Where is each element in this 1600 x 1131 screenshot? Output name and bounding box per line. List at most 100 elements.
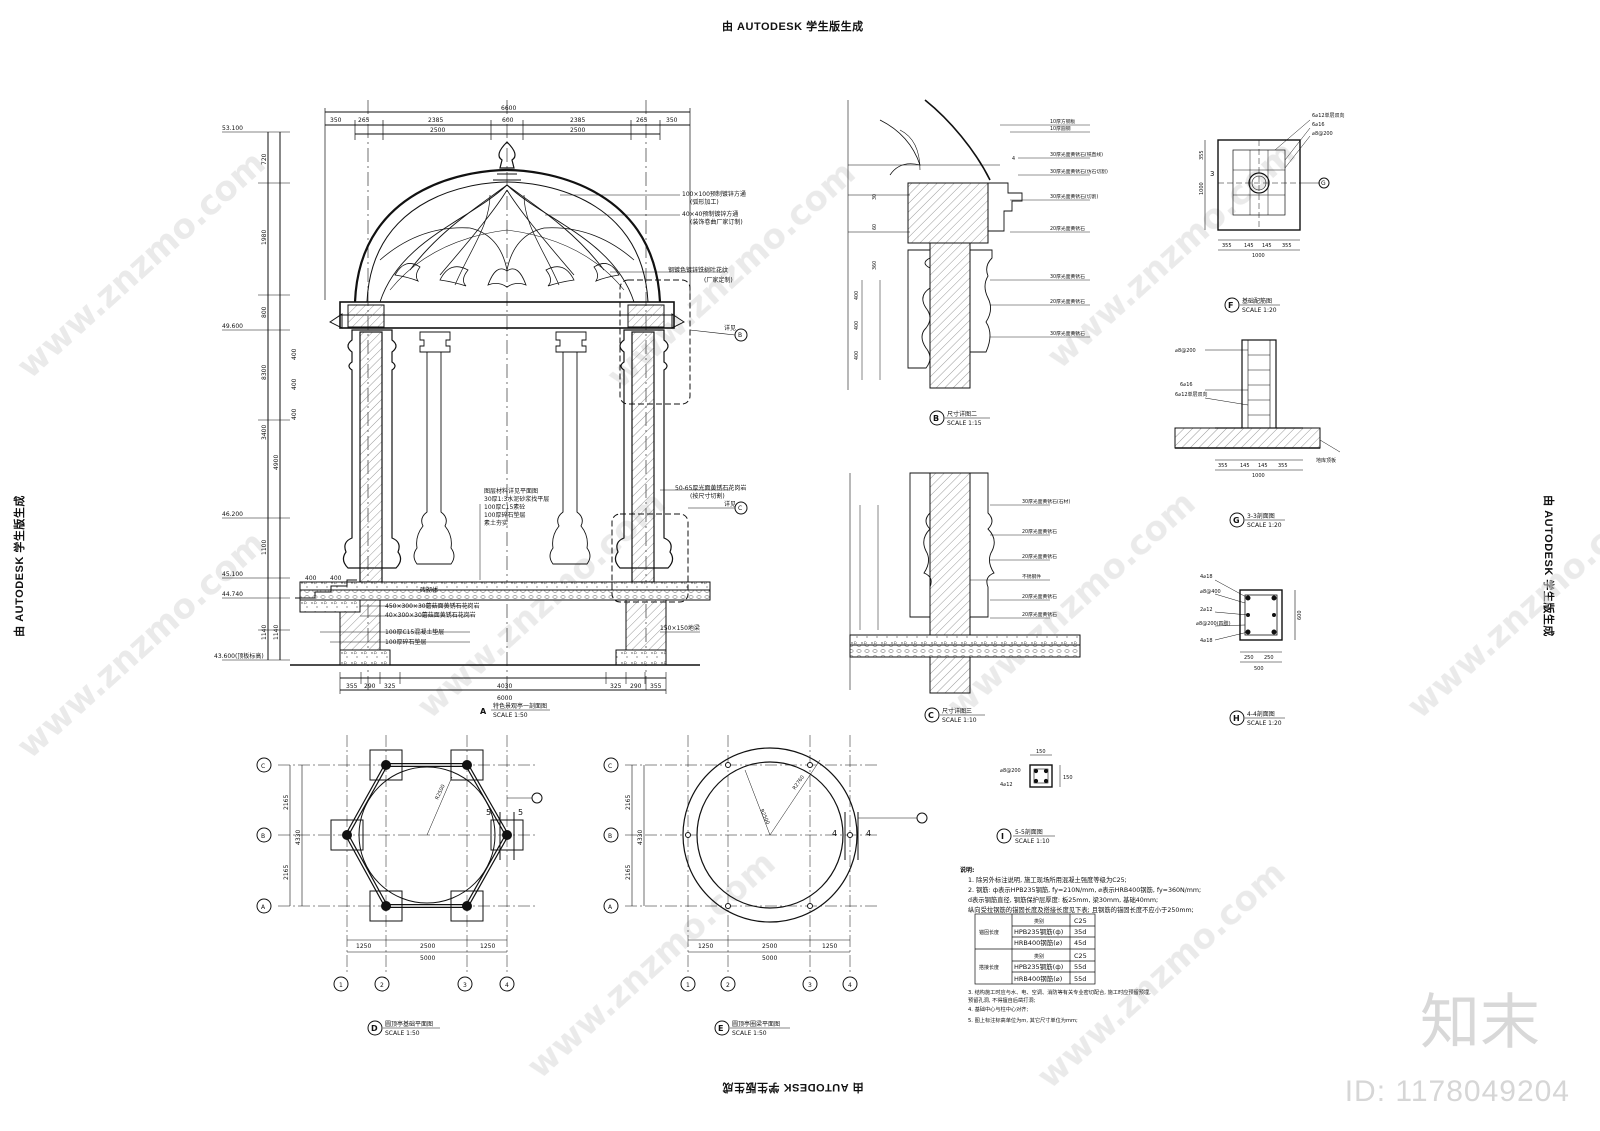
drawing-label: 53.100: [222, 125, 243, 132]
drawing-label: HPB235钢筋(ф): [1014, 927, 1063, 936]
detail-f-text: 6⌀12单层双向 6⌀16 ⌀8@200 355 145 145 355 100…: [1199, 112, 1345, 259]
drawing-label: 圆顶亭基础平面图: [385, 1020, 433, 1028]
drawing-label: 4: [848, 982, 852, 989]
drawing-label: 290: [364, 683, 376, 690]
drawing-label: 400: [305, 575, 317, 582]
drawing-label: 4: [505, 982, 509, 989]
drawing-label: 30厚光面黄锈石(石材): [1022, 498, 1070, 505]
drawing-label: 6600: [501, 105, 516, 112]
drawing-label: 400: [854, 291, 860, 300]
drawing-label: 325: [610, 683, 622, 690]
drawing-label: 20厚光面黄锈石: [1022, 528, 1057, 535]
drawing-label: 4: [832, 829, 837, 838]
drawing-label: 2385: [570, 117, 585, 124]
drawing-label: 4-4剖面图: [1247, 710, 1275, 718]
drawing-label: SCALE 1:50: [493, 712, 528, 719]
drawing-label: 49.600: [222, 323, 243, 330]
drawing-label: R2760: [792, 774, 806, 791]
drawing-label: 30厚1:3水泥砂浆找平层: [484, 495, 549, 503]
drawing-label: 290: [630, 683, 642, 690]
watermark-8: www.znzmo.com: [519, 843, 783, 1086]
drawing-label: E: [718, 1024, 723, 1033]
drawing-label: 4: [1012, 156, 1015, 162]
drawing-label: C25: [1074, 952, 1087, 960]
drawing-label: 2500: [430, 127, 445, 134]
drawing-label: 20厚光面黄锈石: [1022, 593, 1057, 600]
watermark-6: www.znzmo.com: [9, 523, 273, 766]
drawing-label: 2500: [762, 943, 777, 950]
drawing-label: 1100: [261, 540, 268, 555]
watermark-5: www.znzmo.com: [939, 483, 1203, 726]
drawing-label: 3: [1210, 170, 1214, 178]
plan-e: [603, 735, 928, 1036]
drawing-label: H: [1233, 714, 1240, 723]
drawing-label: 1140: [273, 625, 280, 640]
drawing-label: 1250: [698, 943, 713, 950]
drawing-label: A: [480, 707, 487, 716]
drawing-label: 4330: [637, 830, 644, 845]
drawing-label: ⌀8@400: [1200, 589, 1221, 595]
drawing-label: 1. 除另外标注说明, 施工现场所用混凝土强度等级为C25;: [968, 875, 1127, 884]
watermark-1: www.znzmo.com: [9, 143, 273, 386]
drawing-label: 2500: [420, 943, 435, 950]
drawing-label: 400: [291, 378, 298, 390]
drawing-label: 4⌀18: [1200, 638, 1213, 644]
drawing-label: 详见: [724, 500, 736, 508]
detail-c: [849, 472, 1081, 723]
drawing-label: B: [261, 833, 265, 840]
drawing-label: 5: [518, 808, 523, 817]
detail-h: [1214, 579, 1296, 726]
detail-b: [847, 99, 1090, 426]
drawing-label: B: [608, 833, 612, 840]
watermark-7: www.znzmo.com: [1399, 483, 1600, 726]
drawing-label: 10厚方钢板: [1050, 118, 1075, 125]
drawing-label: 30: [872, 194, 878, 200]
drawing-label: 2: [726, 982, 730, 989]
drawing-label: ⌀8@200: [1000, 768, 1021, 774]
drawing-label: SCALE 1:10: [942, 717, 977, 724]
drawing-label: 355: [650, 683, 662, 690]
drawing-label: 5000: [420, 955, 435, 962]
drawing-label: 355: [1218, 463, 1228, 469]
drawing-label: B: [933, 414, 939, 423]
drawing-label: 20厚光面黄锈石: [1022, 553, 1057, 560]
drawing-label: 355: [1199, 150, 1205, 160]
drawing-label: 325: [384, 683, 396, 690]
plan-d: [256, 735, 543, 1036]
drawing-label: 5. 图上标注标高单位为m, 其它尺寸单位为mm;: [968, 1016, 1078, 1024]
drawing-label: 450×300×30蘑菇面黄锈石花岗岩: [385, 602, 480, 610]
drawing-label: 1: [686, 982, 690, 989]
detail-g-text: ⌀8@200 6⌀16 6⌀12单层双向 地库顶板 355 145 145 35…: [1175, 348, 1336, 479]
drawing-label: 4330: [295, 830, 302, 845]
drawing-label: 145: [1262, 243, 1272, 249]
drawing-label: 砖砌体: [420, 586, 438, 594]
drawing-label: ⌀8@200: [1312, 131, 1333, 137]
drawing-label: G: [1321, 180, 1326, 187]
drawing-label: 30厚光面黄锈石(仿石切割): [1050, 168, 1108, 175]
drawing-label: B: [738, 332, 742, 339]
drawing-label: 1980: [261, 230, 268, 245]
drawing-label: 400: [291, 408, 298, 420]
drawing-label: (厂家定制): [704, 276, 733, 284]
drawing-label: 500: [1254, 666, 1264, 672]
drawing-label: 100×100预制镀锌方通: [682, 190, 746, 198]
drawing-label: 2165: [625, 865, 632, 880]
drawing-label: 355: [1282, 243, 1292, 249]
drawing-label: 6⌀16: [1312, 122, 1325, 128]
brand-logo: 知末: [1420, 988, 1540, 1058]
drawing-label: 3. 结构施工时应与水、电、空调、消防等有关专业密切配合, 施工时应预留预埋,: [968, 988, 1151, 996]
drawing-label: 360: [872, 261, 878, 270]
elevation-a: [222, 100, 748, 694]
drawing-label: 4900: [273, 455, 280, 470]
drawing-label: 350: [330, 117, 342, 124]
drawing-label: (装饰卷曲厂家订制): [690, 218, 743, 226]
drawing-label: 1250: [356, 943, 371, 950]
drawing-label: 43.600(顶板标高): [214, 652, 264, 660]
drawing-label: 1250: [480, 943, 495, 950]
drawing-label: 400: [854, 351, 860, 360]
drawing-label: F: [1228, 301, 1233, 310]
